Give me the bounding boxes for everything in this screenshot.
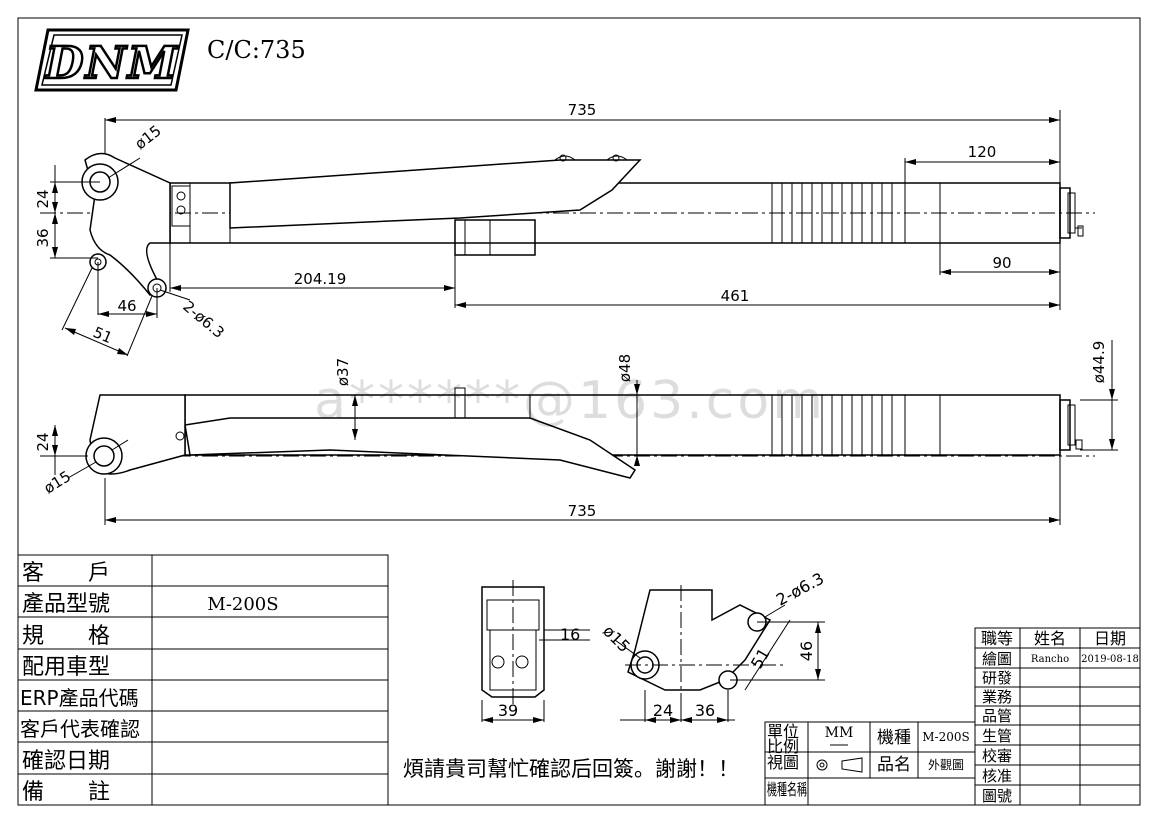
- model-value: M-200S: [922, 730, 969, 744]
- dim-16: 16: [560, 625, 580, 644]
- dim-46-detail: 46: [797, 641, 816, 661]
- unit-value: MM: [825, 725, 854, 741]
- product-model-value: M-200S: [207, 594, 278, 615]
- row-label-customer: 客 戶: [22, 561, 110, 586]
- scale-label: 比例: [767, 737, 799, 756]
- dim-461: 461: [721, 287, 750, 305]
- dim-204-19: 204.19: [294, 270, 347, 288]
- dim-51-top: 51: [90, 323, 115, 347]
- header-role: 職等: [981, 629, 1013, 648]
- dim-holes-top: 2-ø6.3: [179, 297, 227, 342]
- center-to-center-label: C/C:735: [207, 36, 306, 64]
- dim-dia37: ø37: [334, 358, 352, 386]
- row-label-product-model: 產品型號: [22, 592, 110, 617]
- role-drawing-no: 圖號: [982, 787, 1012, 805]
- dim-735-top: 735: [568, 101, 597, 119]
- watermark: a******@163.com: [314, 371, 826, 431]
- drafter-name: Rancho: [1031, 654, 1069, 665]
- dim-36-top: 36: [34, 228, 52, 247]
- dim-735-bottom: 735: [568, 502, 597, 520]
- confirmation-note: 煩請貴司幫忙確認后回簽。謝謝！！: [403, 757, 739, 781]
- detail-dropout-view: ø15 2-ø6.3 46 51 24 36: [599, 569, 827, 723]
- dim-24-top: 24: [34, 189, 52, 208]
- role-drawing: 繪圖: [982, 650, 1012, 668]
- row-label-customer-confirm: 客戶代表確認: [20, 717, 140, 741]
- row-label-vehicle: 配用車型: [22, 655, 110, 680]
- role-rnd: 研發: [982, 669, 1012, 687]
- title-block: 單位 比例 MM 機種 M-200S 視圖 品名 外觀圖 機種名稱: [764, 721, 976, 806]
- row-label-spec: 規 格: [22, 624, 110, 649]
- dim-dia15-top: ø15: [131, 122, 164, 154]
- dim-120: 120: [968, 143, 997, 161]
- dim-24-detail: 24: [653, 701, 673, 720]
- role-approve: 核准: [982, 767, 1012, 785]
- customer-info-table: 客 戶 產品型號 M-200S 規 格 配用車型 ERP產品代碼 客戶代表確認 …: [17, 554, 389, 806]
- row-label-remarks: 備 註: [22, 780, 110, 805]
- header-date: 日期: [1094, 629, 1126, 648]
- dim-dia15-bottom: ø15: [41, 467, 75, 497]
- product-value: 外觀圖: [928, 758, 964, 772]
- dim-dia48: ø48: [616, 354, 634, 382]
- role-sales: 業務: [982, 688, 1012, 706]
- view-label: 視圖: [767, 753, 799, 772]
- top-view: 735 120: [34, 101, 1095, 357]
- dim-holes-detail: 2-ø6.3: [773, 569, 827, 610]
- model-label: 機種: [877, 728, 911, 748]
- dim-dia15-detail: ø15: [599, 621, 634, 656]
- dim-36-detail: 36: [695, 701, 715, 720]
- row-label-erp: ERP產品代碼: [20, 686, 139, 710]
- drafted-date: 2019-08-18: [1081, 654, 1139, 665]
- logo-text: DNM: [43, 38, 178, 89]
- sheet-border: [17, 17, 1141, 806]
- role-production: 生管: [982, 727, 1012, 745]
- product-label: 品名: [877, 755, 911, 775]
- unit-label: 單位: [767, 722, 799, 741]
- dim-46-top: 46: [117, 297, 136, 315]
- header-name: 姓名: [1034, 629, 1066, 648]
- role-review: 校審: [982, 747, 1012, 765]
- dim-24-bottom: 24: [34, 432, 52, 451]
- projection-symbol-icon: [816, 757, 863, 773]
- dim-39: 39: [498, 701, 518, 720]
- row-label-confirm-date: 確認日期: [22, 749, 110, 774]
- bottom-view: ø37 ø48 ø44.9 24 ø15 735: [34, 340, 1118, 525]
- model-name-label: 機種名稱: [767, 780, 807, 799]
- approval-table: 職等 姓名 日期 繪圖 Rancho 2019-08-18 研發 業務 品管 生…: [974, 627, 1141, 806]
- dim-dia44-9: ø44.9: [1090, 341, 1108, 384]
- detail-end-view: 16 39: [481, 580, 590, 723]
- dim-90: 90: [992, 254, 1011, 272]
- dnm-logo: DNM: [34, 28, 190, 92]
- role-qc: 品管: [982, 707, 1012, 725]
